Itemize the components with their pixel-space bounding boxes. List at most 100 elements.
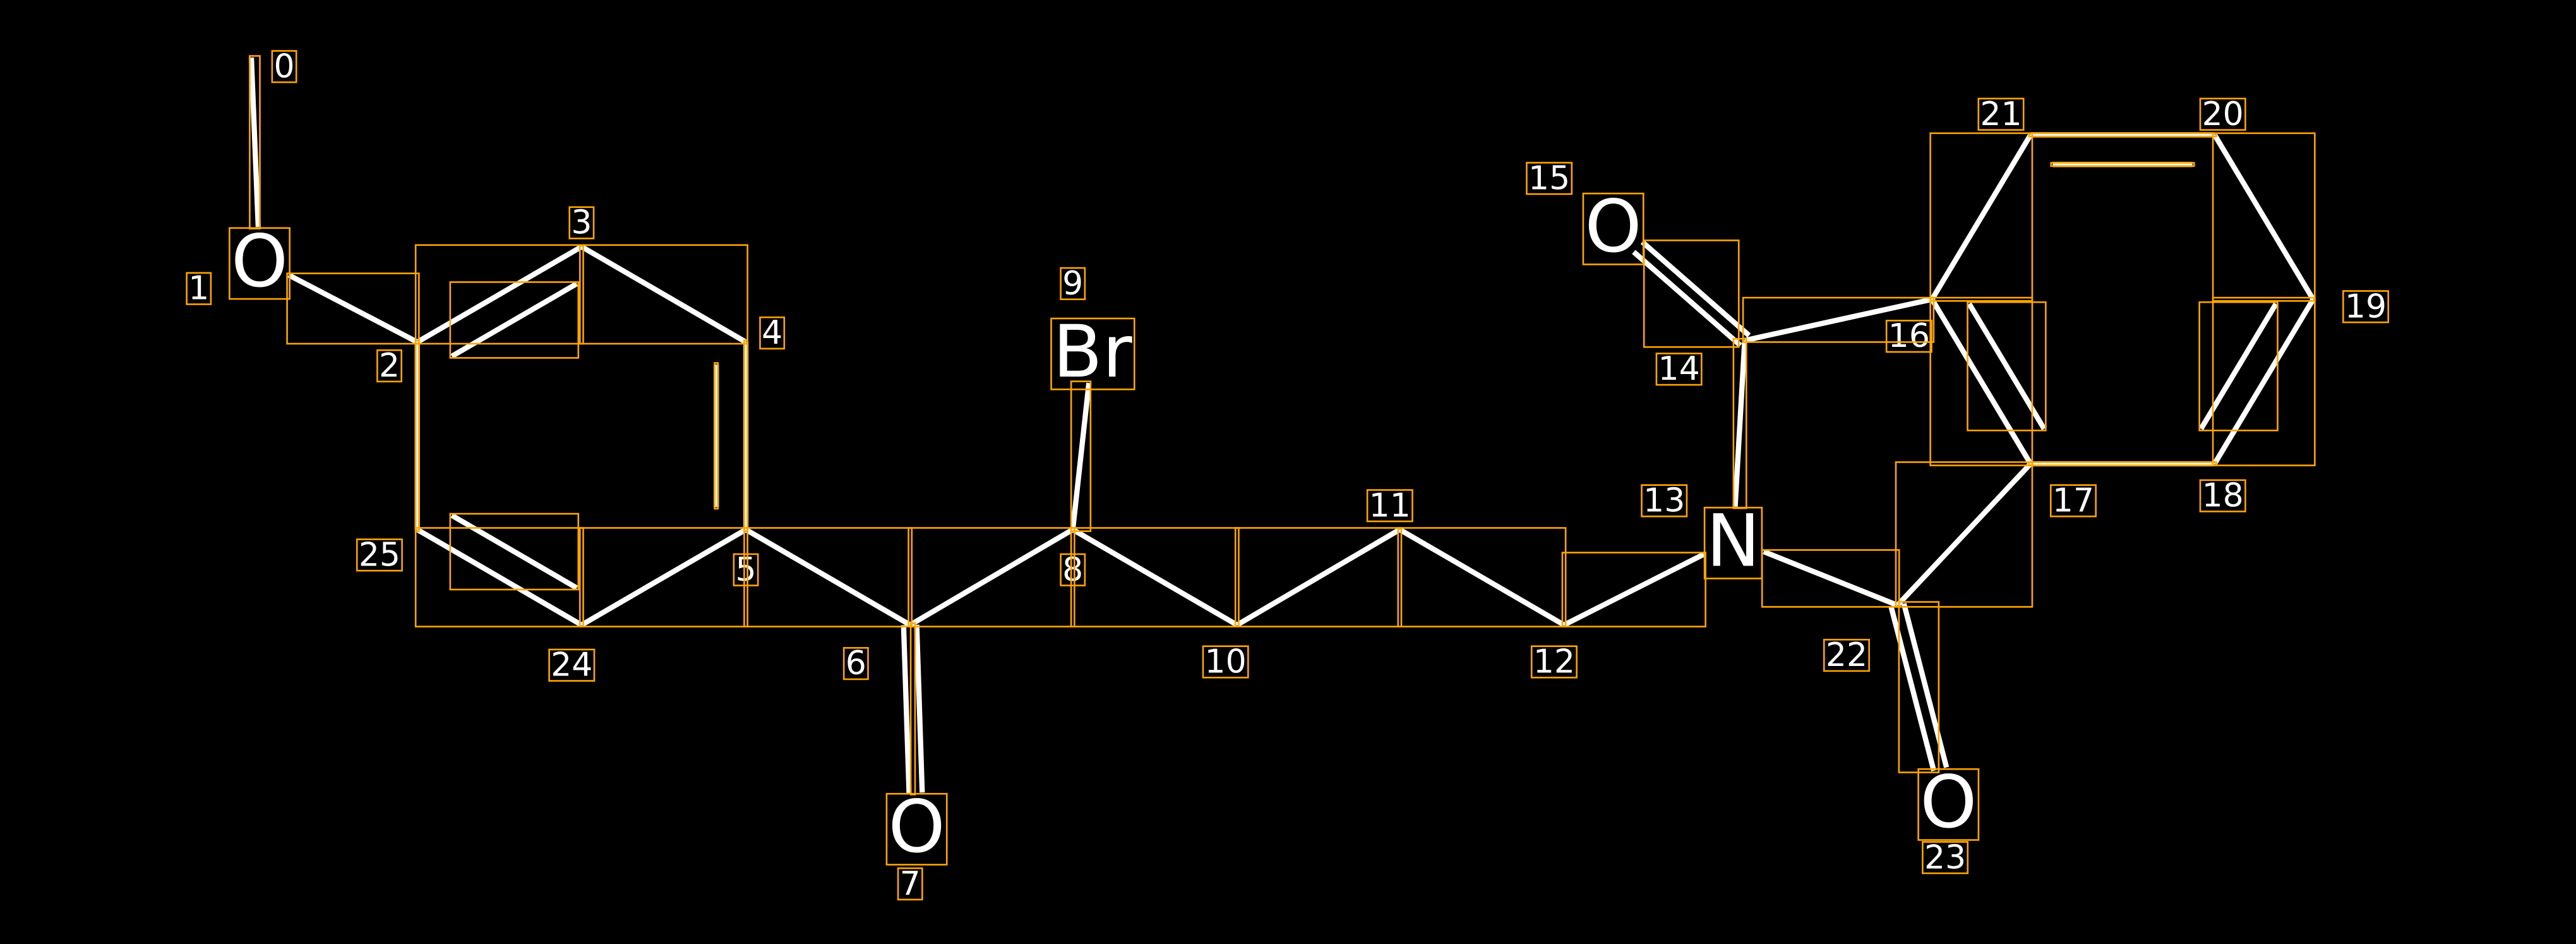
- atom-index-label: 13: [1643, 481, 1685, 519]
- atom-label-box: [1582, 192, 1644, 265]
- single-bond-line: [580, 527, 748, 627]
- index-label-box: [897, 867, 923, 901]
- atom-symbol-br: Br: [1053, 310, 1133, 394]
- bond-1-2: [287, 272, 419, 345]
- atom-index-label: 21: [1980, 95, 2022, 133]
- atom-symbol-o: O: [231, 220, 288, 304]
- bond-box: [1967, 301, 2047, 432]
- index-label-box: [1526, 162, 1573, 195]
- atom-index-label: 8: [1062, 551, 1083, 589]
- atom-index-label: 2: [379, 347, 400, 385]
- index-label-box: [1060, 553, 1086, 586]
- index-label-box: [1202, 645, 1249, 679]
- bond-21-16: [1929, 133, 2033, 301]
- bond-3-4: [580, 244, 748, 344]
- atom-index-label: 18: [2202, 477, 2244, 515]
- bond-box: [1643, 239, 1740, 348]
- single-bond-line: [580, 244, 748, 344]
- bond-8-9: [1070, 382, 1092, 530]
- index-label-box: [1823, 639, 1870, 672]
- bond-box: [1561, 552, 1706, 627]
- bond-13-22: [1763, 549, 1899, 608]
- bond-5-6: [744, 527, 912, 627]
- bond-5-24: [580, 527, 748, 627]
- atom-label-box: [885, 792, 948, 866]
- index-label-box: [842, 647, 869, 681]
- bond-box: [1898, 601, 1940, 773]
- double-bond-line: [1632, 250, 1742, 348]
- index-label-box: [356, 538, 403, 572]
- bond-box: [1929, 132, 2034, 302]
- index-label-box: [2342, 290, 2390, 324]
- bond-box: [1070, 527, 1240, 627]
- index-label-box: [1366, 489, 1413, 523]
- bond-box: [2028, 132, 2217, 138]
- index-label-box: [1885, 320, 1932, 353]
- bond-13-14: [1732, 340, 1747, 507]
- atom-index-label: 22: [1826, 636, 1867, 674]
- bond-box: [2212, 296, 2316, 466]
- single-bond-line: [2212, 133, 2316, 301]
- index-label-box: [1060, 267, 1086, 300]
- atom-index-label: 11: [1369, 487, 1411, 524]
- index-label-box: [376, 349, 402, 383]
- single-bond-line: [1744, 296, 1933, 343]
- bond-box: [578, 527, 748, 627]
- double-bond-inner: [450, 513, 578, 591]
- atom-index-label: 0: [273, 47, 294, 85]
- single-bond-line: [248, 57, 261, 227]
- bond-14-15: [1632, 239, 1751, 348]
- bond-box: [414, 527, 584, 627]
- atom-index-label: 4: [762, 314, 782, 352]
- index-label-box: [1977, 97, 2025, 131]
- bond-box: [449, 281, 580, 359]
- atom-index-label: 5: [735, 551, 756, 589]
- bond-4-5: [714, 342, 749, 530]
- atom-index-label: 10: [1205, 643, 1247, 681]
- bond-18-19: [2198, 298, 2316, 466]
- bond-box: [1929, 296, 2034, 466]
- atom-label-box: [1703, 507, 1763, 579]
- double-bond-outer: [2212, 298, 2316, 466]
- bond-0-1: [248, 57, 261, 227]
- bond-12-13: [1562, 552, 1705, 627]
- bond-box: [414, 244, 584, 345]
- atom-index-label: 1: [188, 270, 209, 308]
- double-bond-line: [914, 624, 925, 793]
- bond-19-20: [2212, 133, 2316, 301]
- index-label-box: [1530, 645, 1578, 679]
- bond-6-8: [909, 527, 1074, 627]
- bond-8-10: [1071, 527, 1238, 627]
- bond-box: [2050, 162, 2195, 167]
- bond-14-16: [1744, 296, 1933, 343]
- atom-index-label: 7: [900, 865, 921, 903]
- double-bond-inner: [450, 281, 578, 359]
- atom-index-label: 24: [551, 646, 592, 684]
- atom-index-label: 17: [2052, 481, 2094, 519]
- single-bond-line: [909, 527, 1074, 627]
- double-bond-line: [901, 625, 912, 794]
- bond-box: [908, 527, 1075, 627]
- bond-box: [909, 622, 916, 796]
- bond-box: [1070, 380, 1092, 533]
- index-label-box: [1922, 841, 1969, 874]
- double-bond-line: [1640, 239, 1751, 338]
- single-bond-line: [1235, 527, 1401, 627]
- atom-label-box: [1917, 768, 1980, 841]
- bonds-layer: [248, 57, 2316, 794]
- bond-box: [414, 339, 420, 533]
- bond-box: [2028, 461, 2217, 466]
- atom-index-label: 14: [1658, 350, 1700, 388]
- single-bond-line: [1562, 552, 1705, 627]
- index-label-box: [271, 50, 297, 83]
- index-label-box: [1655, 353, 1703, 386]
- bond-22-17: [1895, 462, 2033, 607]
- single-bond-line: [1929, 133, 2033, 301]
- bond-box: [286, 272, 420, 345]
- double-bond-outer: [416, 527, 583, 627]
- index-label-box: [733, 553, 759, 586]
- bond-2-3: [416, 244, 583, 359]
- bond-24-25: [416, 513, 583, 627]
- double-bond-outer: [1929, 298, 2033, 466]
